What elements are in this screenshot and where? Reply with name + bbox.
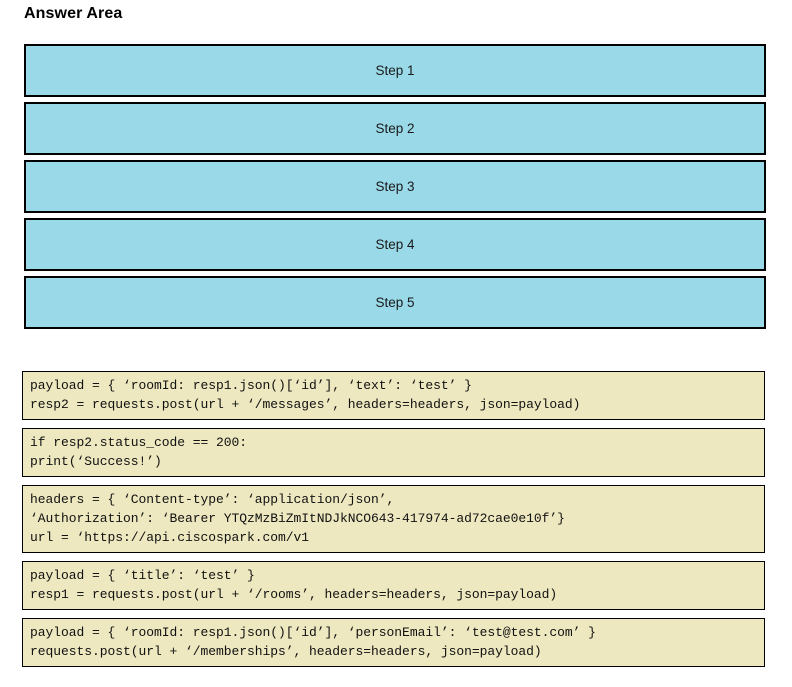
step-slot-label: Step 2 <box>375 121 415 136</box>
answer-area-step-list: Step 1 Step 2 Step 3 Step 4 Step 5 <box>24 44 766 334</box>
code-line: requests.post(url + ‘/memberships’, head… <box>30 644 542 659</box>
step-slot-label: Step 5 <box>375 295 415 310</box>
code-line: payload = { ‘roomId: resp1.json()[‘id’],… <box>30 378 472 393</box>
code-snippet-2[interactable]: if resp2.status_code == 200: print(‘Succ… <box>22 428 765 477</box>
step-slot-1[interactable]: Step 1 <box>24 44 766 97</box>
page-title: Answer Area <box>24 5 123 22</box>
code-line: if resp2.status_code == 200: <box>30 435 248 450</box>
code-line: print(‘Success!’) <box>30 454 162 469</box>
code-snippet-1[interactable]: payload = { ‘roomId: resp1.json()[‘id’],… <box>22 371 765 420</box>
code-snippet-list: payload = { ‘roomId: resp1.json()[‘id’],… <box>22 371 765 675</box>
code-snippet-5[interactable]: payload = { ‘roomId: resp1.json()[‘id’],… <box>22 618 765 667</box>
code-line: ‘Authorization’: ‘Bearer YTQzMzBiZmItNDJ… <box>30 511 565 526</box>
step-slot-label: Step 3 <box>375 179 415 194</box>
step-slot-label: Step 1 <box>375 63 415 78</box>
step-slot-4[interactable]: Step 4 <box>24 218 766 271</box>
code-snippet-3[interactable]: headers = { ‘Content-type’: ‘application… <box>22 485 765 553</box>
code-snippet-4[interactable]: payload = { ‘title’: ‘test’ } resp1 = re… <box>22 561 765 610</box>
code-line: headers = { ‘Content-type’: ‘application… <box>30 492 395 507</box>
code-line: url = ‘https://api.ciscospark.com/v1 <box>30 530 310 545</box>
step-slot-2[interactable]: Step 2 <box>24 102 766 155</box>
step-slot-label: Step 4 <box>375 237 415 252</box>
step-slot-3[interactable]: Step 3 <box>24 160 766 213</box>
code-line: resp1 = requests.post(url + ‘/rooms’, he… <box>30 587 558 602</box>
step-slot-5[interactable]: Step 5 <box>24 276 766 329</box>
code-line: payload = { ‘title’: ‘test’ } <box>30 568 255 583</box>
code-line: payload = { ‘roomId: resp1.json()[‘id’],… <box>30 625 596 640</box>
code-line: resp2 = requests.post(url + ‘/messages’,… <box>30 397 581 412</box>
